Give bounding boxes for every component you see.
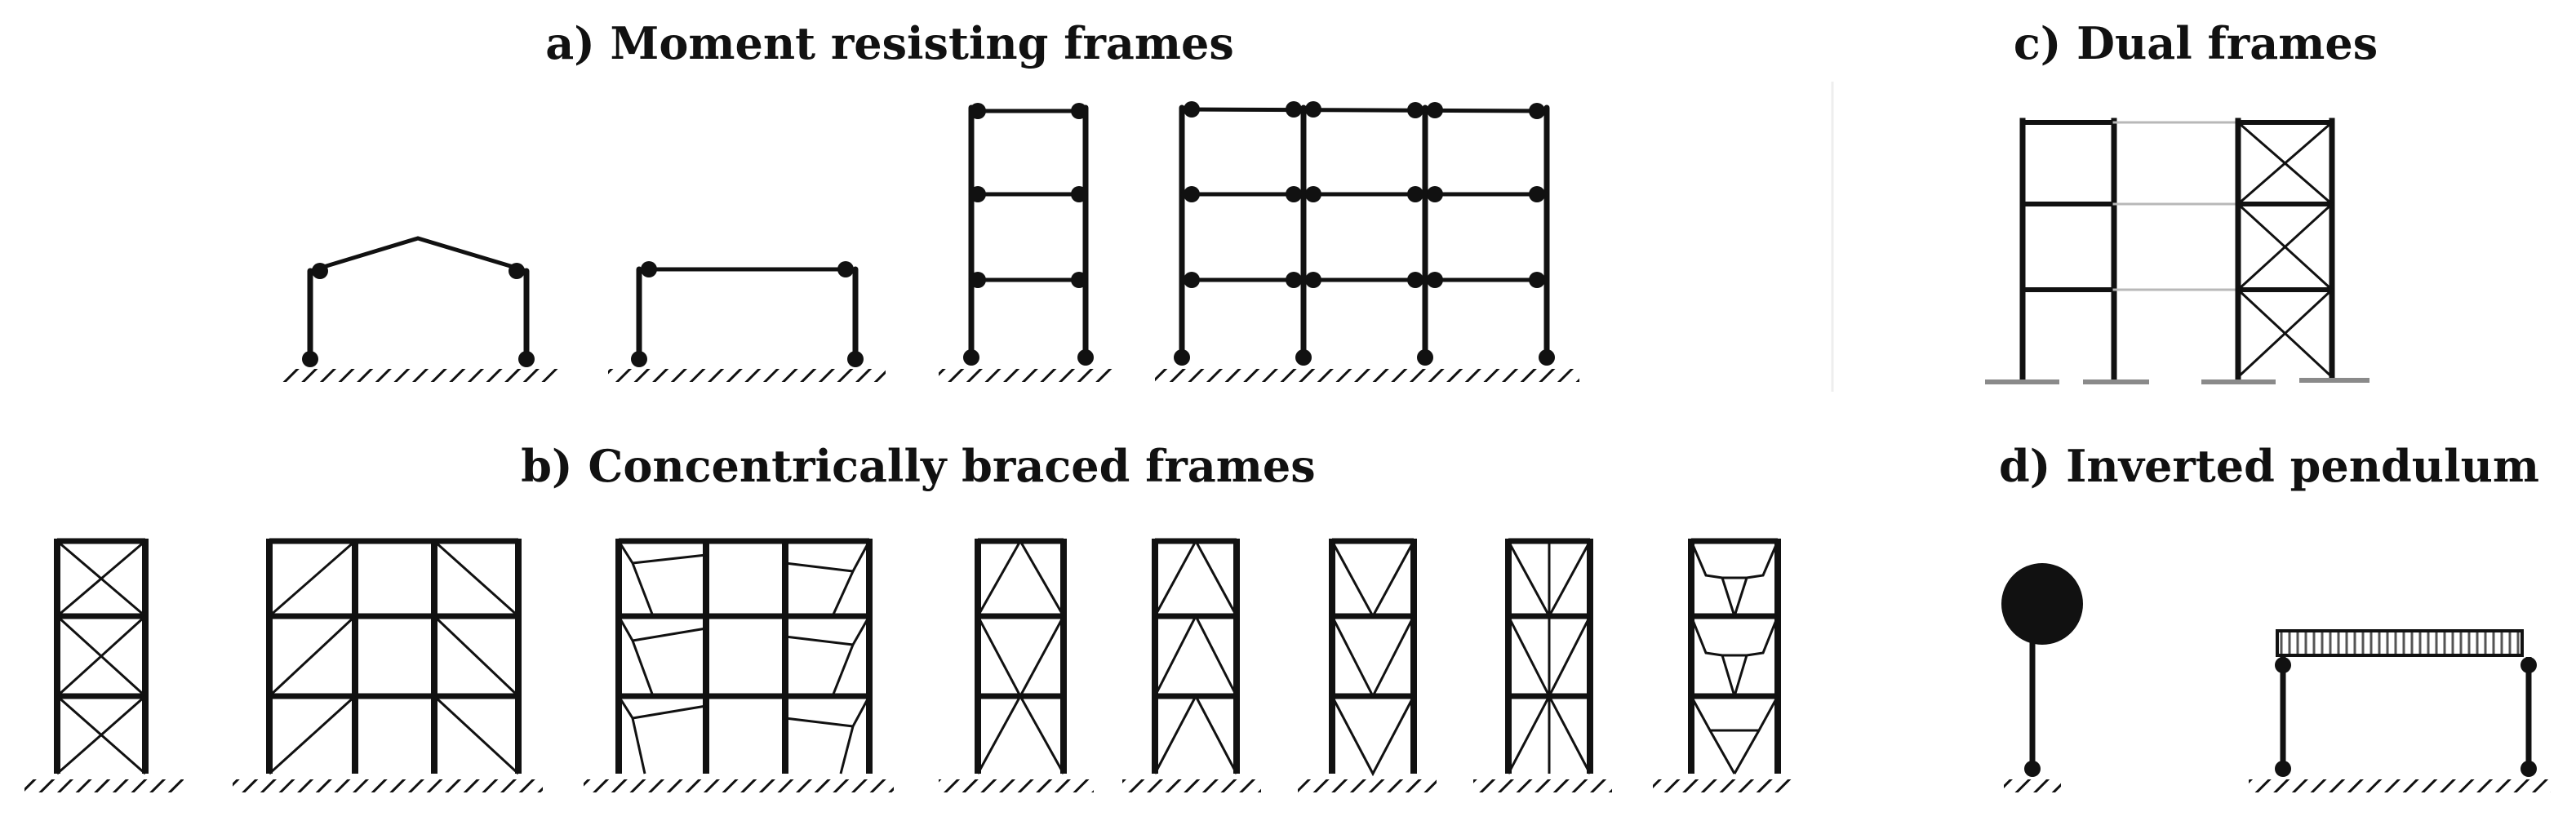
braced-frame-diagonal-three-bay xyxy=(233,538,543,792)
title-inverted-pendulum: d) Inverted pendulum xyxy=(1999,440,2539,492)
ground-hatch xyxy=(2004,779,2061,792)
braced-frame-v xyxy=(1298,538,1437,792)
title-concentrically-braced-frames: b) Concentrically braced frames xyxy=(521,440,1315,492)
ground-hatch xyxy=(608,369,886,382)
ground-hatch xyxy=(939,369,1114,382)
ground-hatch xyxy=(584,779,894,792)
braced-frame-knee xyxy=(1653,538,1792,792)
title-dual-frames: c) Dual frames xyxy=(2014,17,2378,69)
ground-hatch xyxy=(24,779,184,792)
ground-hatch xyxy=(1155,369,1579,382)
rigid-beam xyxy=(2276,629,2524,657)
ground-hatch xyxy=(1653,779,1792,792)
base-plates xyxy=(1985,378,2369,384)
braced-frame-chevron xyxy=(1122,538,1261,792)
moment-frame-three-storey xyxy=(939,103,1114,382)
ground-hatch xyxy=(233,779,543,792)
ground-hatch xyxy=(282,369,559,382)
inverted-pendulum-mass xyxy=(2001,563,2083,792)
ground-hatch xyxy=(939,779,1094,792)
moment-frame-multi-bay xyxy=(1155,101,1579,382)
moment-frame-gable xyxy=(282,236,559,382)
braced-frame-x-tower xyxy=(24,538,184,792)
braced-frame-inverted-v xyxy=(939,538,1094,792)
braced-frame-kinked-three-bay xyxy=(584,538,894,792)
ground-hatch xyxy=(1298,779,1437,792)
moment-frame-portal xyxy=(608,261,886,382)
ground-hatch xyxy=(2249,779,2551,792)
dual-frame xyxy=(1985,118,2369,384)
title-moment-resisting-frames: a) Moment resisting frames xyxy=(545,17,1234,69)
inverted-pendulum-portal xyxy=(2249,629,2551,792)
ground-hatch xyxy=(1473,779,1612,792)
braced-frame-zipper xyxy=(1473,538,1612,792)
ground-hatch xyxy=(1122,779,1261,792)
